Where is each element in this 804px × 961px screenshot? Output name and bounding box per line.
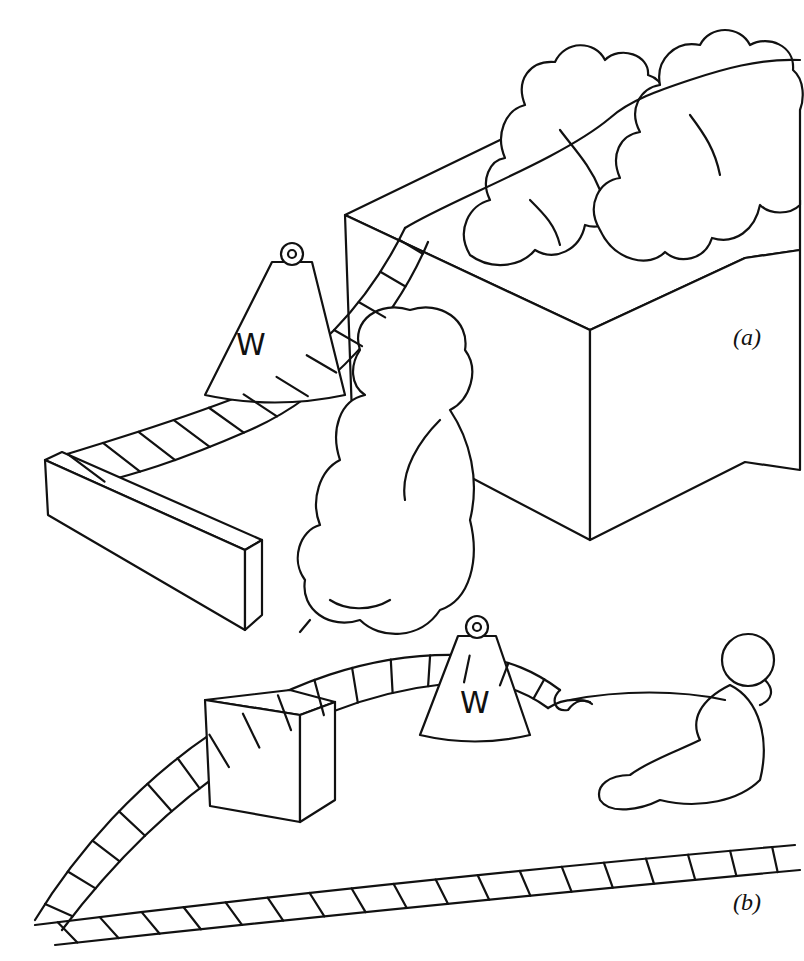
ladder-rung — [100, 917, 119, 938]
ladder-rung — [147, 784, 171, 811]
ladder-rung — [209, 408, 244, 433]
ladder-rung — [688, 855, 695, 880]
ladder-rung — [67, 454, 104, 482]
ladder-rung — [520, 871, 531, 896]
ladder-rung — [139, 432, 176, 460]
foot-block — [245, 540, 262, 630]
limb-stroke — [300, 420, 440, 632]
ladder-rung — [244, 394, 277, 416]
ladder-rung — [604, 863, 613, 888]
ladder-rung — [352, 888, 366, 912]
ladder-rung — [243, 714, 259, 748]
ladder-rung — [58, 922, 78, 942]
ladder-rung — [103, 443, 140, 472]
rope — [548, 700, 590, 708]
ladder-rung — [307, 355, 336, 372]
ladder-rail — [35, 655, 560, 920]
ladder-rungs — [45, 240, 778, 943]
man-figure — [594, 30, 803, 261]
weight-label: W — [236, 330, 266, 360]
lying-figure — [599, 685, 764, 809]
ladder-rung — [314, 680, 323, 715]
ladder-rung — [310, 893, 325, 916]
ladder-rung — [394, 884, 407, 908]
ladder-rung — [178, 758, 200, 788]
ladder-rung — [464, 656, 470, 683]
panel-label: (a) — [733, 325, 761, 349]
ladder-rung — [478, 875, 489, 900]
weight-ring — [288, 250, 296, 258]
weight-ring — [466, 616, 488, 638]
ladder-rung — [500, 663, 508, 685]
ladder-rung — [352, 668, 358, 703]
ladder-rung — [174, 420, 210, 447]
ladder-rung — [209, 735, 228, 767]
ladder-rung — [226, 902, 242, 925]
ladder-rung — [436, 880, 448, 904]
ladder-rung — [772, 847, 777, 872]
weight-ring — [473, 623, 481, 631]
rope — [405, 60, 800, 228]
crouching-figure — [298, 307, 474, 634]
ladder-rung — [119, 811, 145, 835]
ladder-rung — [45, 904, 72, 916]
ladder-rung — [277, 377, 308, 396]
ladder-rung — [562, 867, 572, 892]
weight-label: W — [460, 688, 490, 718]
clamp-block — [300, 702, 335, 822]
ladder-rung — [278, 695, 291, 730]
weight — [205, 262, 345, 403]
ladder-rung — [399, 240, 423, 254]
ladder-rung — [334, 330, 362, 346]
weight-ring — [281, 243, 303, 265]
weight — [420, 636, 530, 742]
ladder-rung — [142, 912, 160, 934]
ladder-rung — [380, 272, 405, 287]
ladder-rung — [730, 851, 736, 876]
ladder-rung — [359, 302, 386, 317]
ladder-rung — [428, 655, 430, 686]
ladder-rung — [68, 872, 96, 889]
ladder-rung — [533, 679, 544, 698]
panel-label: (b) — [733, 890, 761, 914]
block-side — [590, 250, 800, 540]
ladder-rung — [646, 859, 654, 884]
ladder-rung — [391, 660, 393, 693]
ladder-rung — [184, 907, 201, 929]
foot-block — [45, 460, 245, 630]
ladder-rung — [268, 898, 284, 921]
ladder-rail — [35, 845, 795, 925]
figure-head — [722, 634, 774, 686]
limb-stroke — [530, 115, 720, 245]
limb-stroke — [555, 680, 771, 710]
ladder-rail — [55, 870, 800, 945]
ladder-rung — [92, 841, 119, 862]
